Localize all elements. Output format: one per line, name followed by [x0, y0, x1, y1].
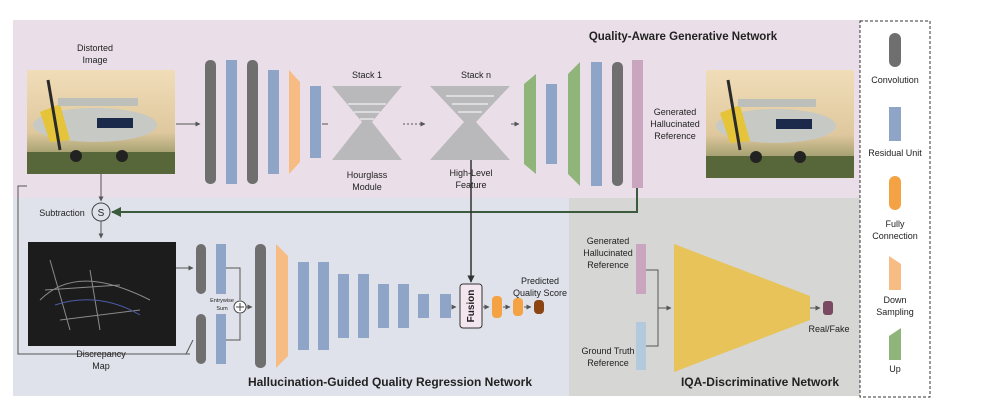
legend-down-label-2: Sampling — [876, 307, 914, 317]
generated-reference-layer — [632, 60, 643, 188]
quality-score-output — [534, 300, 544, 314]
legend-up-label: Up — [889, 364, 901, 374]
subtraction-symbol: S — [98, 208, 105, 219]
residual-layer — [338, 274, 349, 338]
residual-layer — [216, 244, 226, 294]
fusion-block — [459, 283, 483, 329]
distorted-label-2: Image — [82, 55, 107, 65]
arrow — [226, 267, 241, 300]
generated-label-2: Hallucinated — [650, 119, 700, 129]
hourglass-label-2: Module — [352, 182, 382, 192]
high-level-label: High-Level — [449, 168, 492, 178]
discrepancy-map — [28, 242, 176, 346]
disc-generated-reference — [636, 244, 646, 294]
stack-n-label: Stack n — [461, 70, 491, 80]
ground-truth-reference — [636, 322, 646, 370]
residual-layer — [591, 62, 602, 186]
residual-layer — [226, 60, 237, 184]
legend-convolution-label: Convolution — [871, 75, 919, 85]
legend-residual-label: Residual Unit — [868, 148, 922, 158]
entrywise-label-2: Sum — [216, 306, 228, 312]
feedback-arrow — [111, 188, 638, 217]
entrywise-label: Entrywise — [210, 298, 234, 304]
legend-down-label-1: Down — [883, 295, 906, 305]
arrow — [185, 339, 194, 355]
disc-generated-label-3: Reference — [587, 260, 629, 270]
real-fake-output — [823, 301, 833, 315]
conv-layer — [612, 62, 623, 186]
conv-layer — [255, 244, 266, 368]
generative-network-title: Quality-Aware Generative Network — [589, 31, 778, 43]
generated-label: Generated — [654, 107, 697, 117]
residual-layer — [358, 274, 369, 338]
distorted-label: Distorted — [77, 43, 113, 53]
up-sampling-layer — [524, 74, 536, 174]
down-sampling-layer — [289, 70, 300, 174]
legend-residual-swatch — [889, 107, 901, 141]
fully-connection-layer — [513, 298, 523, 316]
legend-fc-label-2: Connection — [872, 231, 918, 241]
residual-layer — [318, 262, 329, 350]
fusion-label: Fusion — [466, 290, 477, 323]
bypass-line — [17, 185, 190, 355]
discriminative-network-title: IQA-Discriminative Network — [681, 375, 839, 389]
fully-connection-layer — [492, 296, 502, 318]
high-level-label-2: Feature — [455, 180, 486, 190]
up-sampling-layer — [568, 62, 580, 186]
subtraction-label: Subtraction — [39, 208, 85, 218]
disc-generated-label: Generated — [587, 236, 630, 246]
legend-up-swatch — [889, 328, 901, 360]
distorted-image — [27, 70, 175, 174]
residual-layer — [418, 294, 429, 318]
predicted-label: Predicted — [521, 276, 559, 286]
legend-convolution-swatch — [889, 33, 901, 67]
legend-fc-label-1: Fully — [885, 219, 905, 229]
arrow — [646, 308, 659, 347]
generated-label-3: Reference — [654, 131, 696, 141]
arrow — [226, 314, 241, 341]
real-fake-label: Real/Fake — [808, 324, 849, 334]
hourglass-stack-n — [430, 86, 510, 160]
discriminator-block — [674, 244, 810, 372]
generated-reference-image — [706, 70, 854, 178]
arrow — [646, 269, 659, 308]
residual-layer — [378, 284, 389, 328]
regression-network-title: Hallucination-Guided Quality Regression … — [248, 375, 532, 389]
ground-truth-label: Ground Truth — [581, 346, 634, 356]
conv-layer — [205, 60, 216, 184]
disc-generated-label-2: Hallucinated — [583, 248, 633, 258]
residual-layer — [298, 262, 309, 350]
down-sampling-layer — [276, 244, 288, 368]
discrepancy-label-2: Map — [92, 361, 110, 371]
conv-layer — [196, 244, 206, 294]
ground-truth-label-2: Reference — [587, 358, 629, 368]
conv-layer — [247, 60, 258, 184]
legend-fc-swatch — [889, 176, 901, 210]
residual-layer — [310, 86, 321, 158]
residual-layer — [546, 84, 557, 164]
residual-layer — [216, 314, 226, 364]
stack-1-label: Stack 1 — [352, 70, 382, 80]
discrepancy-label: Discrepancy — [76, 349, 126, 359]
legend-down-swatch — [889, 256, 901, 290]
residual-layer — [398, 284, 409, 328]
residual-layer — [440, 294, 451, 318]
conv-layer — [196, 314, 206, 364]
residual-layer — [268, 70, 279, 174]
predicted-label-2: Quality Score — [513, 288, 567, 298]
hourglass-label: Hourglass — [347, 170, 388, 180]
